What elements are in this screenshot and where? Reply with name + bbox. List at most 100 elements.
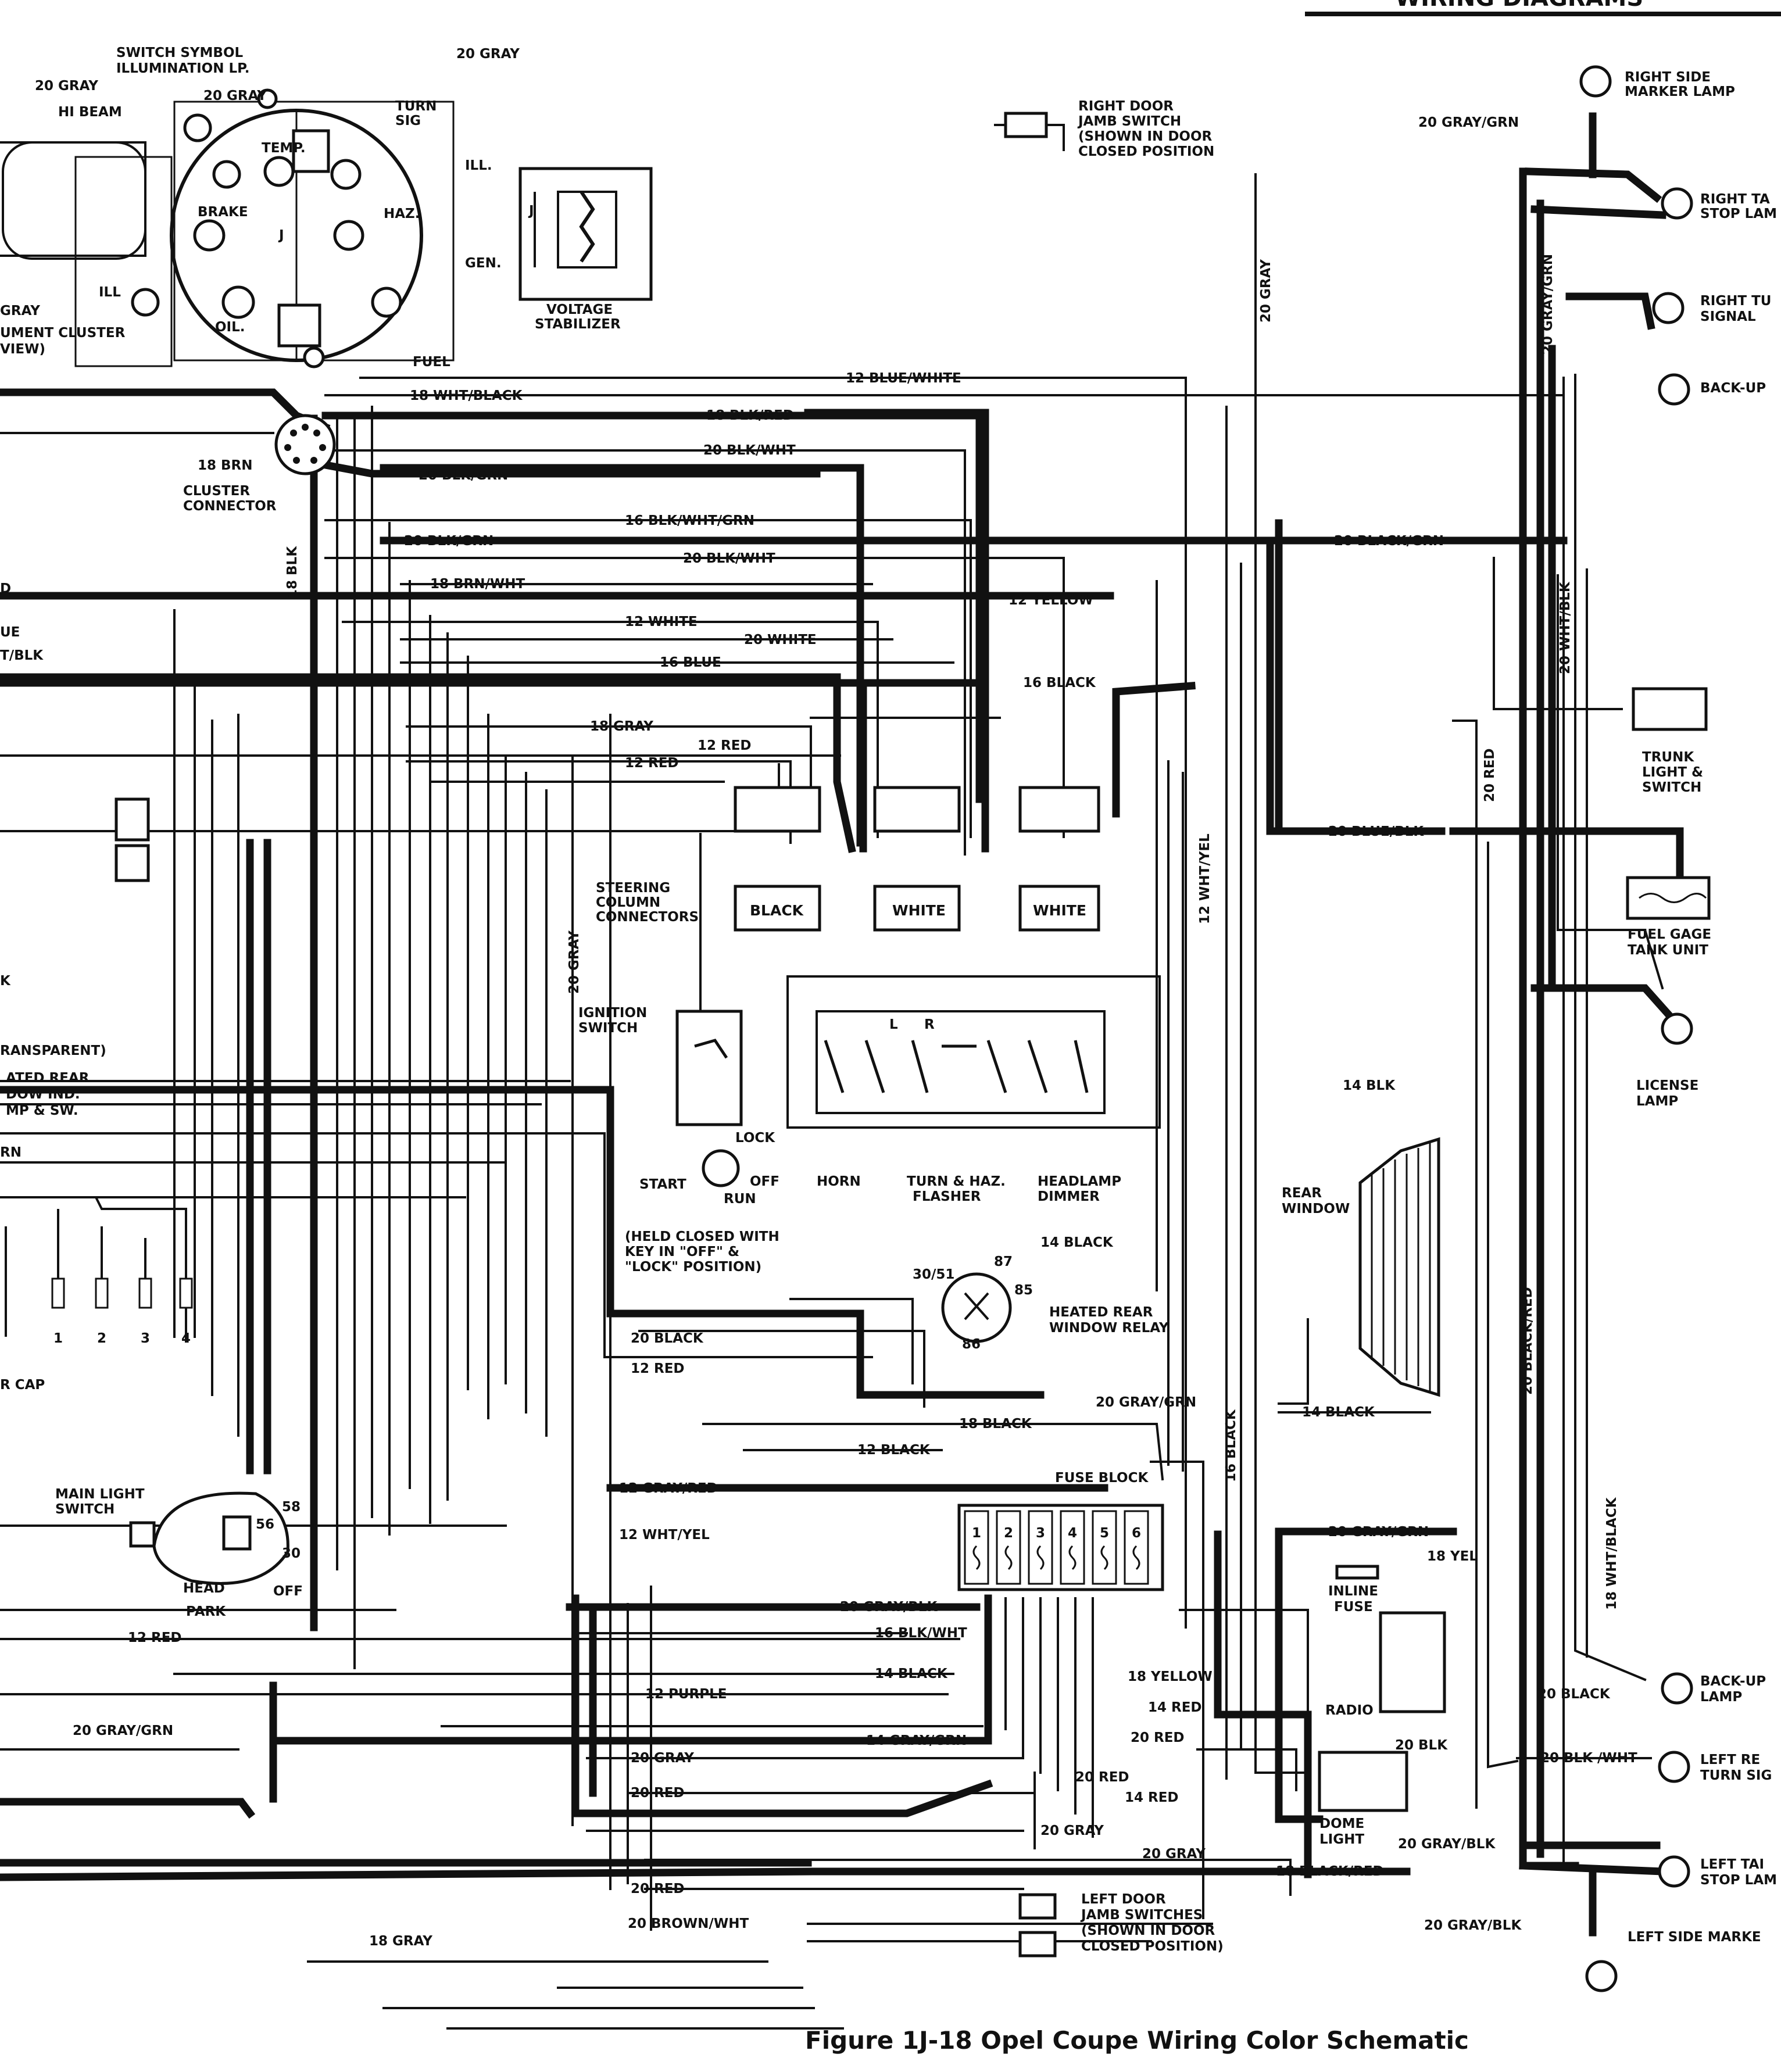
wire-label: 16 BLUE [660,655,721,670]
trunk-label-1: TRUNK [1642,750,1694,765]
rear-window-label-2: WINDOW [1282,1201,1350,1216]
fuel-gage-tank-unit [1626,876,1711,920]
fuse-number: 2 [1004,1526,1013,1541]
wire-label-18-brn: 18 BRN [198,458,253,473]
backup-lamp-top [1658,373,1690,406]
left-tail-label-1: LEFT TAI [1700,1857,1764,1872]
right-components: RIGHT SIDE MARKER LAMP RIGHT TA STOP LAM… [1018,65,1777,1992]
steering-connector-black: BLACK [750,902,804,919]
ignition-note-1: (HELD CLOSED WITH [625,1229,779,1244]
steering-head-label-2: DIMMER [1038,1189,1100,1204]
wire-label: 20 BLK/WHT [703,443,796,458]
wire-label: 12 PURPLE [645,1687,727,1702]
voltage-stabilizer-label-1: VOLTAGE [546,302,613,317]
main-light-pin-30: 30 [282,1546,301,1561]
wire-label: 14 GRAY/GRN [866,1733,967,1748]
relay-pin-87: 87 [994,1254,1013,1269]
steering-label-2: COLUMN [596,895,660,910]
wire-label: 12 RED [698,738,752,753]
relay-label-1: HEATED REAR [1049,1305,1153,1320]
dome-label-2: LIGHT [1319,1832,1364,1847]
main-light-label-1: MAIN LIGHT [55,1487,145,1502]
wire-label: 18 YEL [1427,1549,1478,1564]
relay-pin-3051: 30/51 [913,1267,954,1282]
wire-label: 12 WHITE [625,614,698,629]
wire-label-20-gray-top: 20 GRAY [456,46,520,62]
trunk-light-switch [1632,687,1708,731]
wire-label: 20 GRAY [1040,1823,1104,1838]
wire-label: 20 BLK [1395,1738,1448,1753]
page-header: WIRING DIAGRAMS [1305,0,1781,16]
radio [1379,1611,1446,1713]
wire-label: 20 BLK/WHT [683,551,775,566]
trunk-label-2: LIGHT & [1642,765,1703,780]
left-rear-turn-label-1: LEFT RE [1700,1752,1760,1767]
trunk-label-3: SWITCH [1642,780,1701,795]
steering-label-1: STEERING [596,881,670,896]
indicator-bulbs [131,88,402,368]
wire-label: 20 GRAY/GRN [1096,1395,1196,1410]
radio-label: RADIO [1325,1703,1374,1718]
cluster-connector-label-2: CONNECTOR [183,499,277,514]
left-door-jamb-switch-a [1018,1893,1057,1920]
wire-label: 14 BLACK [1302,1405,1375,1420]
spark-plug-1: 1 [53,1331,63,1346]
wire-label: 20 BLACK/RED [1520,1287,1535,1395]
cluster-label-switch-symbol: SWITCH SYMBOL [116,45,244,60]
wire-label: 12 BLUE/WHITE [846,371,961,386]
steering-turn-label-2: FLASHER [913,1189,981,1204]
right-tail-label-1: RIGHT TA [1700,192,1770,207]
right-tail-lamp [1661,187,1693,220]
wire-label: 18 BLACK/RED [1276,1864,1384,1879]
ignition-start: START [639,1177,686,1192]
rear-window-label-1: REAR [1282,1186,1322,1201]
cluster-label-brake: BRAKE [198,205,248,220]
wire-label: 16 BLK/WHT [875,1626,967,1641]
wire-label: 12 WHT/YEL [1197,833,1213,924]
license-label-1: LICENSE [1636,1078,1698,1093]
left-frag-ue: UE [0,625,20,640]
right-side-marker-lamp [1579,65,1612,98]
left-rear-turn-lamp [1658,1751,1690,1783]
right-door-jamb-label-1: RIGHT DOOR [1078,99,1174,114]
main-light-park: PARK [186,1604,226,1619]
wire-label: 20 GRAY/BLK [1398,1837,1496,1852]
fuel-gage-label-1: FUEL GAGE [1628,927,1711,942]
right-door-jamb-switch: RIGHT DOOR JAMB SWITCH (SHOWN IN DOOR CL… [994,99,1214,159]
fuse-number: 6 [1132,1526,1141,1541]
wire-label: 12 WHT/YEL [619,1527,710,1543]
ignition-off: OFF [750,1174,779,1189]
wire-label: 18 BLACK [959,1416,1032,1432]
left-frag-t-blk: T/BLK [0,648,44,663]
steering-horn-label: HORN [817,1174,861,1189]
cluster-label-turn: TURN [395,99,437,114]
wire-label: 14 BLACK [875,1666,948,1681]
relay-pin-85: 85 [1014,1283,1033,1298]
wire-label: 12 BLACK [857,1443,931,1458]
gauge-window [2,141,146,260]
left-tail-lamp [1658,1855,1690,1888]
inline-fuse [1335,1565,1379,1580]
cluster-label-sig: SIG [395,113,421,128]
figure-caption: Figure 1J-18 Opel Coupe Wiring Color Sch… [805,2026,1469,2055]
left-tail-label-2: STOP LAM [1700,1873,1777,1888]
backup-lamp-bottom [1661,1672,1693,1705]
wire-label: 18 WHT/BLACK [410,388,523,403]
voltage-stabilizer-label-2: STABILIZER [535,317,621,332]
steering-connector-white-a: WHITE [892,902,946,919]
left-frag-d: D [0,581,11,596]
wire-harness [0,112,1684,2030]
heated-rear-window-relay: 30/51 87 85 86 HEATED REAR WINDOW RELAY [913,1254,1169,1352]
wire-label: 18 GRAY [590,719,653,734]
wire-label: 20 BLK/GRN [404,534,493,549]
inline-fuse-label-1: INLINE [1328,1584,1378,1599]
wire-label: 20 WHT/BLK [1558,581,1573,674]
wire-label: 20 BLACK [631,1331,704,1346]
wire-label: 18 YELLOW [1128,1669,1213,1684]
left-connector [115,797,150,842]
right-tail-label-2: STOP LAM [1700,206,1777,221]
fuse-number: 4 [1068,1526,1077,1541]
left-edge-fragments: D UE T/BLK K RANSPARENT) ATED REAR DOW I… [0,581,193,1393]
left-rear-turn-label-2: TURN SIG [1700,1768,1772,1783]
